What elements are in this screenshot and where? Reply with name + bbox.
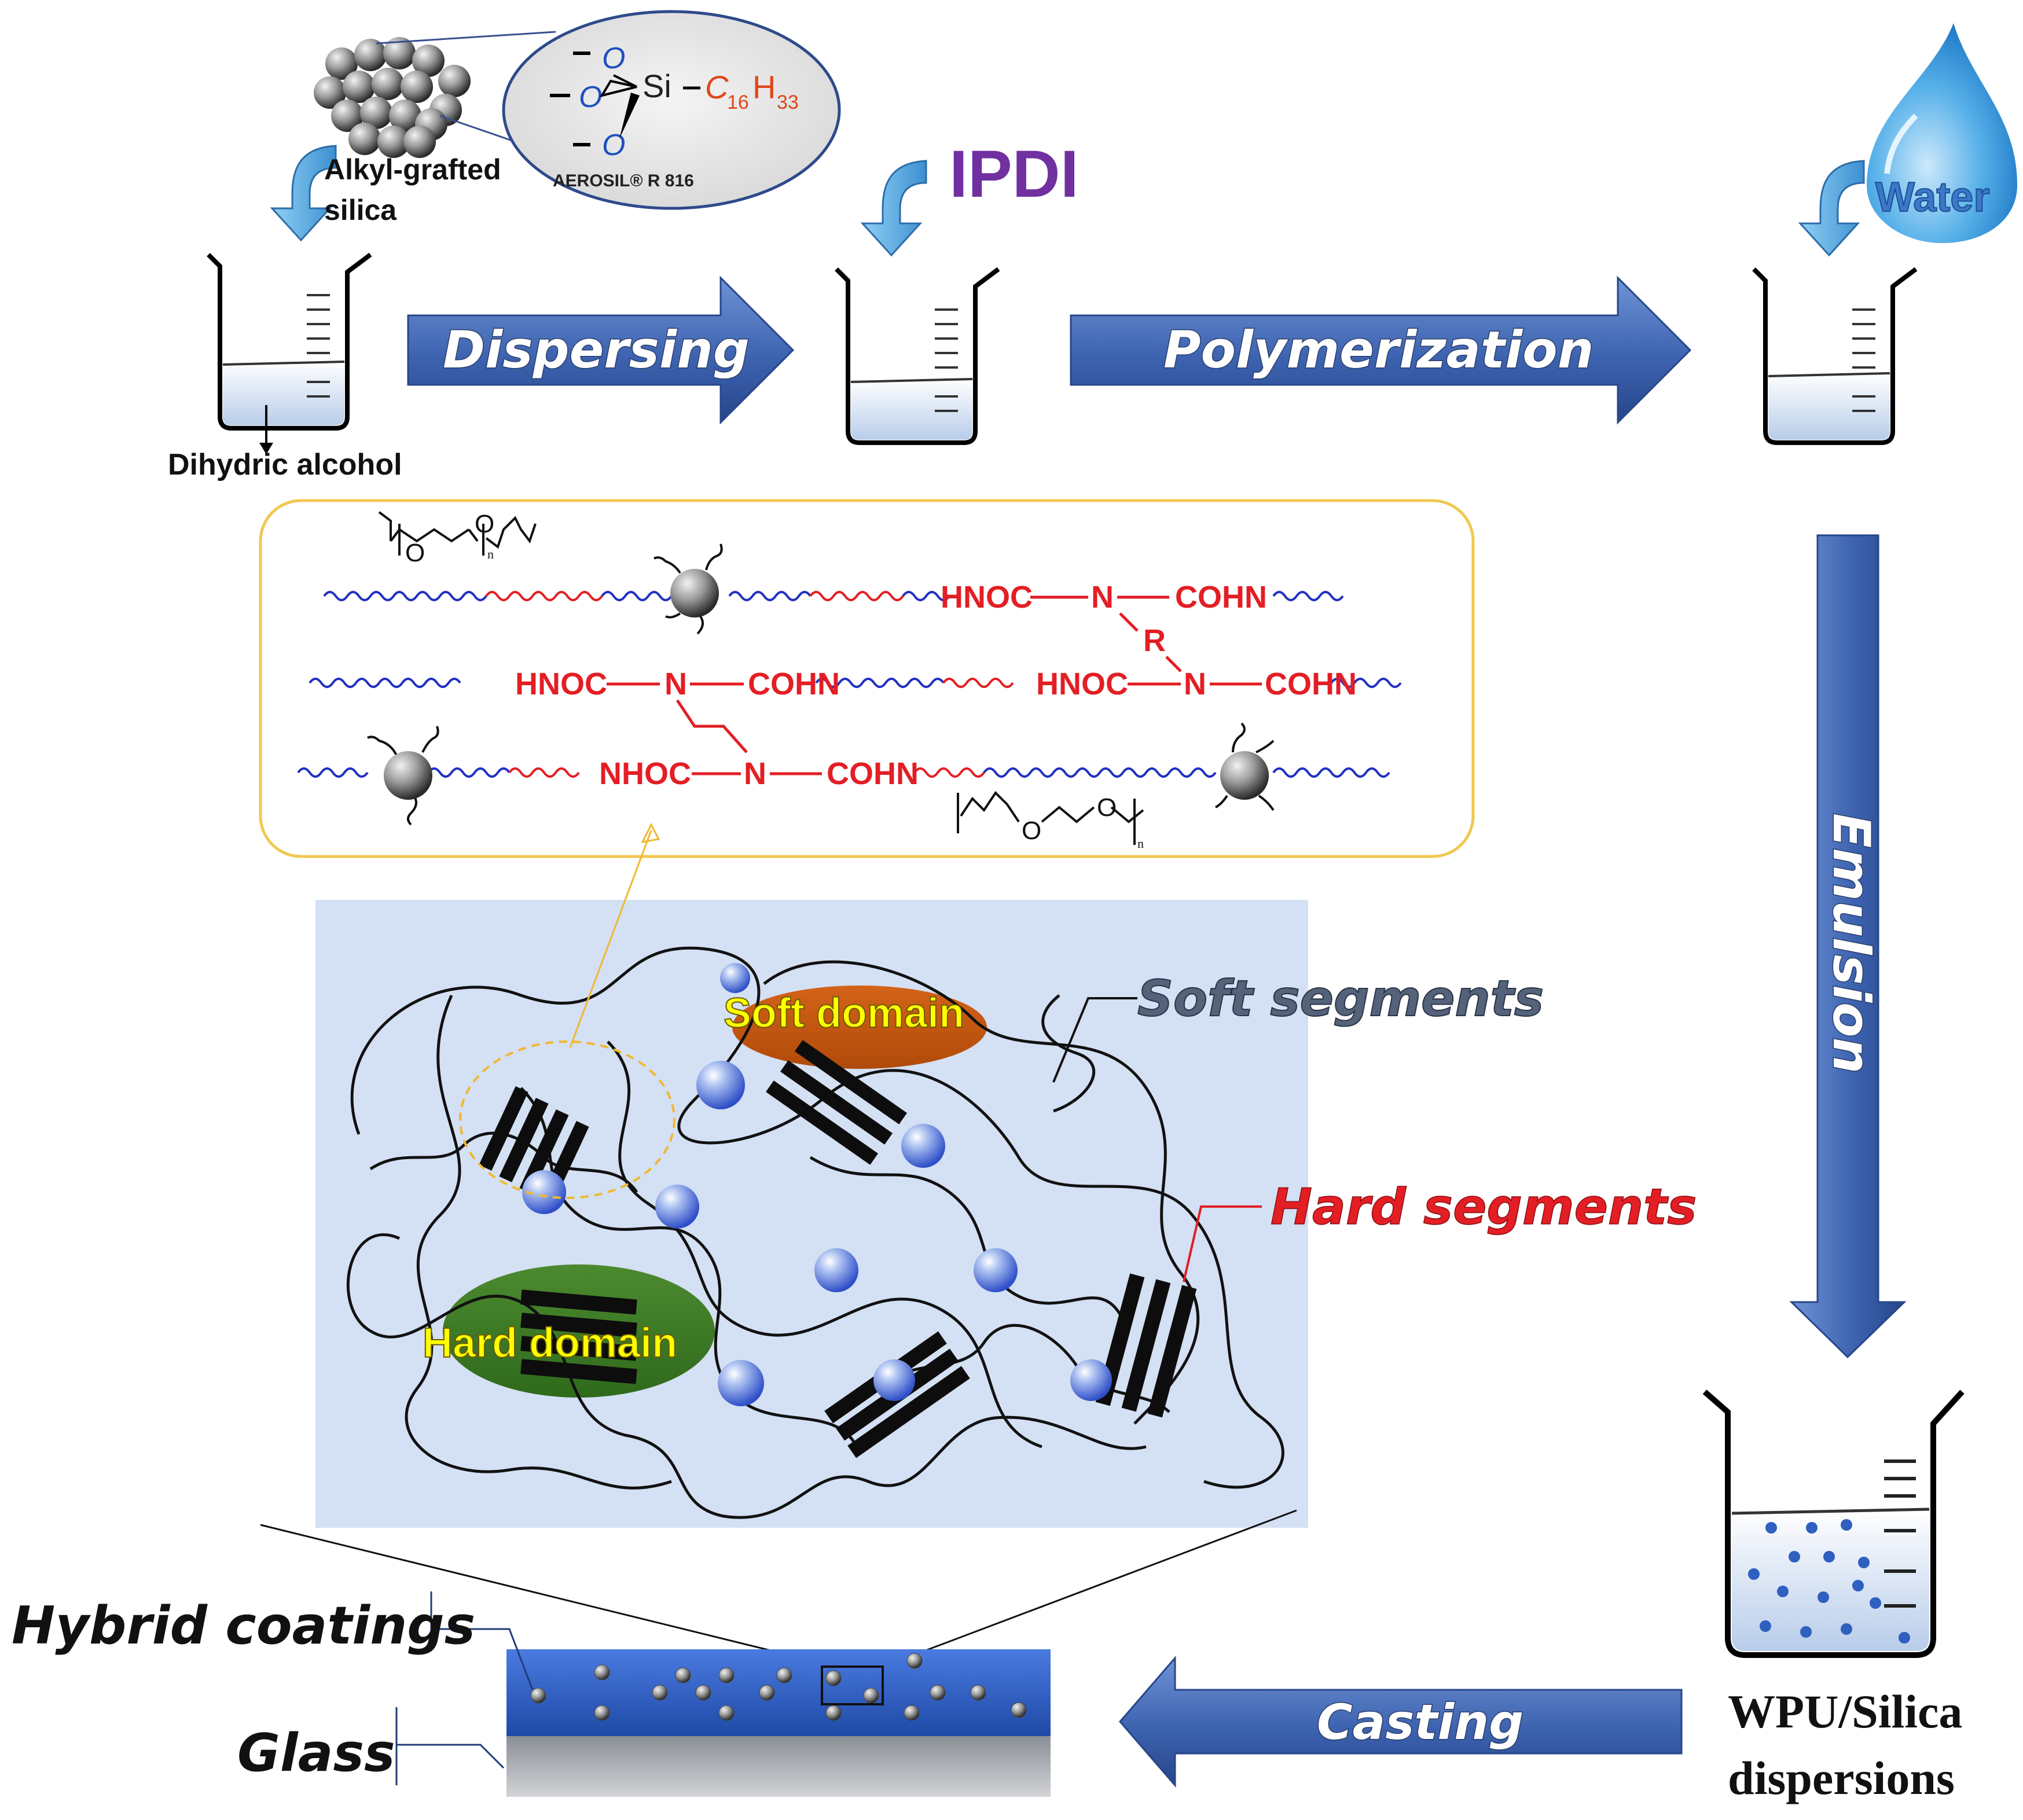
hybrid-coating-layer <box>506 1649 1051 1736</box>
svg-text:O: O <box>1097 793 1117 822</box>
polyether-unit-bottom <box>957 790 1144 845</box>
svg-text:N: N <box>1091 580 1114 615</box>
panel-silica-ball <box>367 726 439 826</box>
coating-silica-particles <box>530 1653 1027 1721</box>
urethane-group-row3: NHOC N COHN <box>599 756 919 791</box>
svg-text:H: H <box>752 69 776 105</box>
water-label: Water <box>1875 174 1989 220</box>
svg-text:O: O <box>602 128 625 162</box>
hard-segment-stack <box>766 1040 907 1165</box>
svg-text:AEROSIL® R 816: AEROSIL® R 816 <box>553 171 694 190</box>
zoom-line <box>882 1509 1297 1668</box>
beaker-3 <box>1752 267 1918 445</box>
panel-silica-ball <box>1215 722 1275 811</box>
polymerization-arrow <box>1070 275 1692 425</box>
svg-text:C: C <box>705 69 729 105</box>
dispersing-label: Dispersing <box>443 320 750 380</box>
aerosil-zoom-oval <box>502 10 841 210</box>
svg-text:COHN: COHN <box>1265 667 1357 701</box>
emulsion-arrow <box>1789 534 1907 1359</box>
svg-text:N: N <box>664 667 687 701</box>
soft-segments-callout <box>1052 997 1137 1083</box>
svg-text:O: O <box>602 42 625 75</box>
hard-segments-label: Hard segments <box>1271 1178 1697 1236</box>
svg-text:N: N <box>744 756 766 791</box>
emulsion-label: Emulsion <box>1822 813 1881 1073</box>
water-down-arrow <box>1798 160 1865 257</box>
wpu-label-2: dispersions <box>1728 1752 1955 1804</box>
ipdi-label: IPDI <box>949 137 1079 211</box>
polymerization-label: Polymerization <box>1163 320 1594 380</box>
zoom-connector <box>569 822 660 1048</box>
beaker-1 <box>207 252 372 454</box>
svg-text:Si: Si <box>642 68 671 104</box>
glass-callout <box>395 1707 505 1785</box>
svg-text:COHN: COHN <box>827 756 919 791</box>
svg-text:n: n <box>487 547 494 561</box>
zoom-line <box>376 31 556 45</box>
svg-text:R: R <box>1143 623 1166 658</box>
silica-cluster <box>314 37 471 158</box>
svg-text:NHOC: NHOC <box>599 756 691 791</box>
svg-text:HNOC: HNOC <box>941 580 1033 615</box>
silica-nanoparticles <box>522 963 1112 1406</box>
silica-label-1: Alkyl-grafted <box>324 153 501 186</box>
urethane-group-row2: HNOC N COHN HNOC N COHN <box>515 667 1357 753</box>
zoom-line <box>260 1524 837 1668</box>
svg-text:O: O <box>475 510 494 538</box>
svg-text:O: O <box>405 539 425 567</box>
glass-substrate <box>506 1736 1051 1797</box>
polyether-unit-top <box>378 511 537 556</box>
polymer-chains <box>297 591 1402 778</box>
casting-arrow <box>1119 1655 1683 1788</box>
svg-text:COHN: COHN <box>1175 580 1267 615</box>
soft-segments-label: Soft segments <box>1137 970 1544 1028</box>
svg-text:33: 33 <box>777 91 799 113</box>
panel-silica-ball <box>653 543 723 635</box>
water-drop-icon <box>1867 23 2017 243</box>
svg-text:O: O <box>1022 817 1041 845</box>
hard-segment-stack <box>520 1289 637 1384</box>
zoom-line <box>439 115 524 146</box>
zoom-box <box>821 1665 884 1705</box>
silica-down-arrow <box>270 145 337 242</box>
aerosil-structure: O O O Si C 16 H 33 AEROSIL® R 816 <box>550 42 799 190</box>
zoom-highlight-ellipse <box>459 1040 675 1199</box>
wpu-beaker <box>1702 1389 1965 1658</box>
hybrid-coatings-label: Hybrid coatings <box>12 1595 475 1656</box>
svg-text:16: 16 <box>727 91 749 113</box>
hard-segments-callout <box>1183 1205 1262 1282</box>
hybrid-coatings-callout <box>430 1591 534 1690</box>
glass-label: Glass <box>237 1723 395 1784</box>
svg-text:COHN: COHN <box>748 667 840 701</box>
svg-text:HNOC: HNOC <box>1036 667 1128 701</box>
ipdi-down-arrow <box>860 160 927 257</box>
svg-text:O: O <box>579 80 602 114</box>
dihydric-alcohol-label: Dihydric alcohol <box>168 448 402 481</box>
silica-label-2: silica <box>324 194 397 226</box>
urethane-group-row1: HNOC N COHN R <box>941 580 1267 672</box>
soft-domain-label: Soft domain <box>724 990 964 1036</box>
casting-label: Casting <box>1317 1694 1523 1751</box>
svg-text:n: n <box>1137 836 1144 851</box>
beaker-2 <box>835 267 1000 445</box>
dispersing-arrow <box>407 275 795 425</box>
wpu-label-1: WPU/Silica <box>1728 1685 1962 1738</box>
svg-text:HNOC: HNOC <box>515 667 607 701</box>
svg-text:N: N <box>1184 667 1206 701</box>
soft-domain-oval <box>732 986 987 1069</box>
hard-domain-label: Hard domain <box>423 1320 677 1366</box>
